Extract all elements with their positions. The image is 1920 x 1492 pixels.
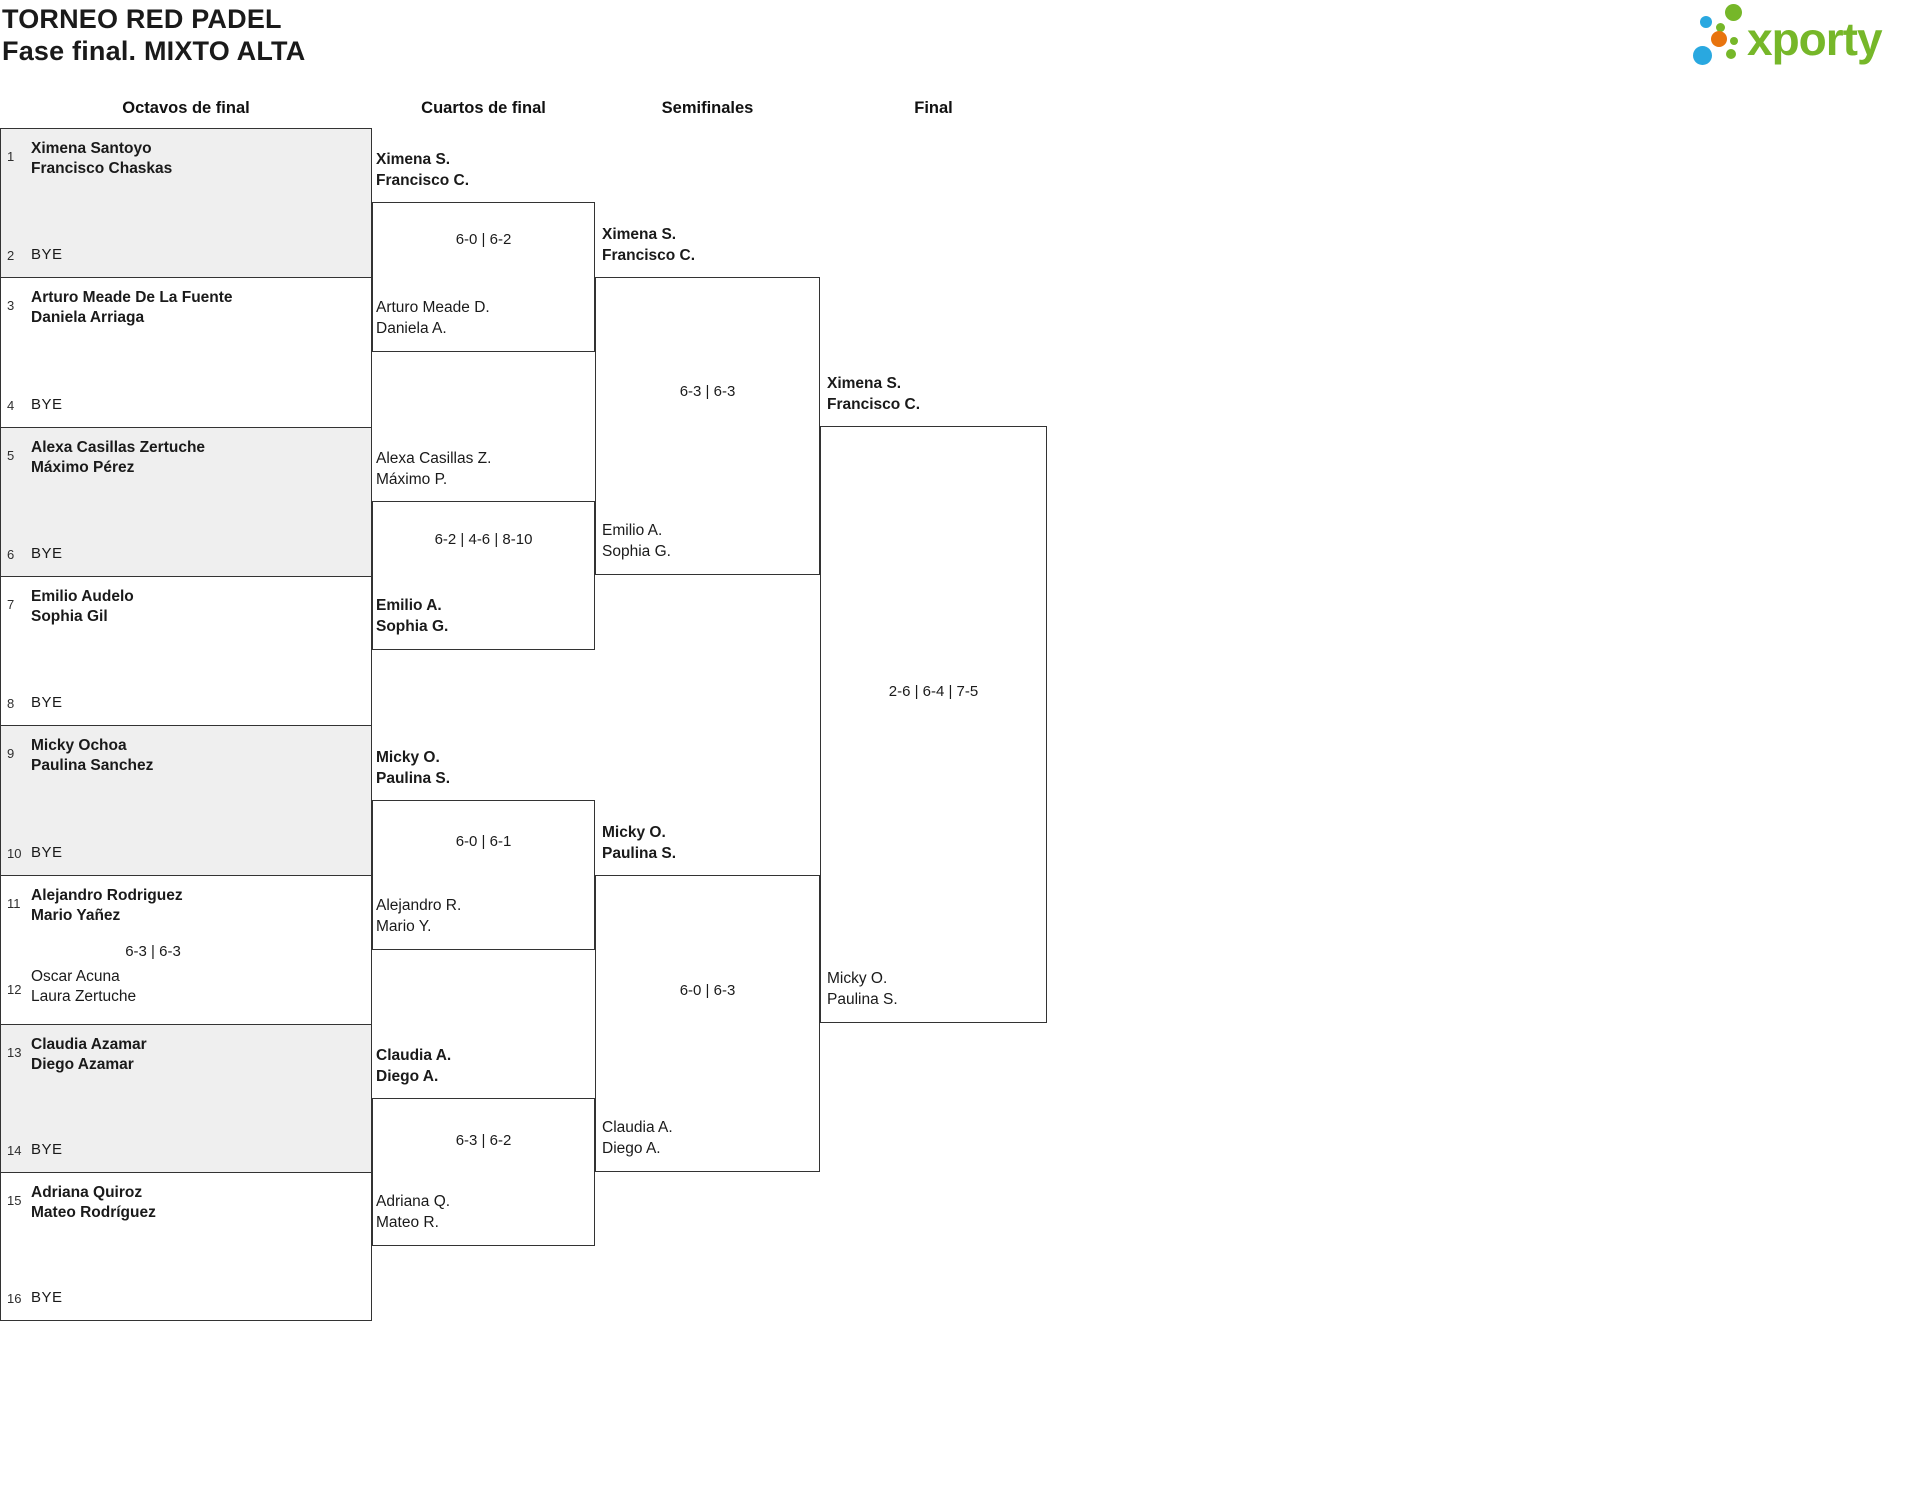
team-name: Micky O.Paulina S. <box>376 749 451 787</box>
seed-number: 9 <box>7 746 15 761</box>
phase-subtitle: Fase final. MIXTO ALTA <box>2 36 306 66</box>
tournament-title: TORNEO RED PADEL <box>2 4 282 34</box>
round-header-final: Final <box>914 99 953 117</box>
seed-number: 8 <box>7 696 15 711</box>
team-name: Alexa Casillas Z.Máximo P. <box>376 450 492 488</box>
match-score: 6-3 | 6-2 <box>455 1132 512 1149</box>
seed-number: 10 <box>7 846 22 861</box>
logo-wordmark: xporty <box>1747 13 1883 65</box>
bye-label: BYE <box>31 396 63 413</box>
round-header-semifinales: Semifinales <box>661 99 754 117</box>
qf-match-box <box>372 202 595 352</box>
team-name: Claudia A.Diego A. <box>602 1119 673 1157</box>
seed-number: 14 <box>7 1143 22 1158</box>
match-score: 6-3 | 6-3 <box>679 383 736 400</box>
seed-number: 4 <box>7 398 15 413</box>
bye-label: BYE <box>31 246 63 263</box>
logo-dot-icon <box>1730 37 1738 45</box>
bye-label: BYE <box>31 694 63 711</box>
team-name: Ximena S.Francisco C. <box>376 151 470 189</box>
seed-number: 2 <box>7 248 15 263</box>
team-name: Ximena S.Francisco C. <box>827 375 921 413</box>
match-score: 2-6 | 6-4 | 7-5 <box>888 683 979 700</box>
logo-dot-icon <box>1716 23 1725 32</box>
qf-match-box <box>372 1098 595 1246</box>
team-name: Emilio A.Sophia G. <box>376 597 449 635</box>
logo-dot-icon <box>1700 16 1712 28</box>
match-score: 6-0 | 6-1 <box>455 833 512 850</box>
team-name: Micky O.Paulina S. <box>602 824 677 862</box>
logo-dot-icon <box>1725 4 1742 21</box>
seed-number: 13 <box>7 1045 22 1060</box>
logo-dot-icon <box>1693 46 1712 65</box>
match-score: 6-0 | 6-2 <box>455 231 512 248</box>
seed-number: 11 <box>7 896 21 911</box>
seed-number: 5 <box>7 448 15 463</box>
match-score: 6-0 | 6-3 <box>679 982 736 999</box>
seed-number: 7 <box>7 597 15 612</box>
seed-number: 16 <box>7 1291 22 1306</box>
bye-label: BYE <box>31 1141 63 1158</box>
bye-label: BYE <box>31 1289 63 1306</box>
qf-match-box <box>372 800 595 950</box>
team-name: Ximena S.Francisco C. <box>602 226 696 264</box>
team-name: Claudia A.Diego A. <box>376 1047 452 1085</box>
round-header-octavos: Octavos de final <box>122 99 250 117</box>
team-name: Adriana Q.Mateo R. <box>376 1193 451 1231</box>
logo-dot-icon <box>1726 49 1736 59</box>
team-name: Alejandro R.Mario Y. <box>376 897 462 935</box>
sf-match-box <box>595 277 820 575</box>
round-header-cuartos: Cuartos de final <box>421 99 546 117</box>
team-name: Micky O.Paulina S. <box>827 970 898 1008</box>
team-name: Emilio A.Sophia G. <box>602 522 671 560</box>
team-name: Arturo Meade D.Daniela A. <box>376 299 490 337</box>
bye-label: BYE <box>31 844 63 861</box>
seed-number: 15 <box>7 1193 22 1208</box>
final-match-box <box>820 426 1047 1023</box>
match-score: 6-2 | 4-6 | 8-10 <box>434 531 533 548</box>
seed-number: 1 <box>7 149 15 164</box>
seed-number: 6 <box>7 547 15 562</box>
seed-number: 3 <box>7 298 15 313</box>
sf-match-box <box>595 875 820 1172</box>
qf-match-box <box>372 501 595 650</box>
bye-label: BYE <box>31 545 63 562</box>
seed-number: 12 <box>7 982 22 997</box>
match-score: 6-3 | 6-3 <box>125 943 181 960</box>
logo-dot-icon <box>1711 31 1727 47</box>
